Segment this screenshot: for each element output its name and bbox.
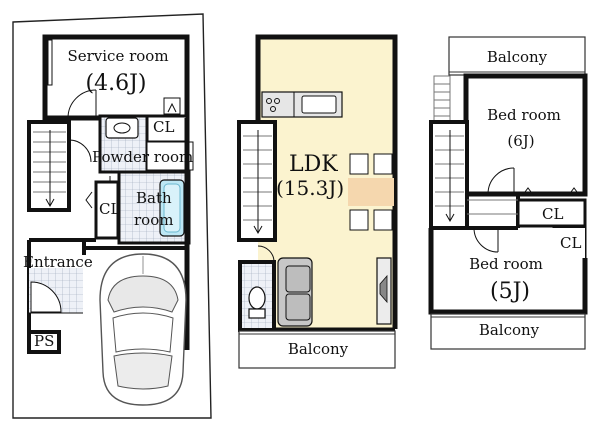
toilet-room [238,245,276,332]
balcony-3-bottom [430,313,586,350]
closet-3b-label: CL [560,234,582,252]
entrance [29,268,83,314]
bath-label-line2: room [134,211,174,229]
floor-2 [237,34,398,369]
closet-3a-label: CL [542,205,564,223]
kitchen-counter [261,91,343,118]
bed-room-a [463,73,588,197]
balcony-2 [238,330,396,369]
pipe-space [27,330,61,354]
closet-1a-label: CL [153,118,175,136]
floor-1 [12,13,212,419]
bed-room-b [431,228,585,312]
floor-3 [428,36,588,350]
powder-room-label: Powder room [92,148,194,166]
ldk-label: LDK [289,152,338,177]
powder-room [98,114,194,174]
balcony-3-top [448,36,586,76]
balcony-3-top-label: Balcony [486,48,548,66]
service-room [42,34,190,121]
service-room-size: (4.6J) [85,71,147,96]
closet-3a [516,198,587,228]
bed-room-a-label: Bed room [487,106,561,124]
stair-2 [237,120,277,242]
closet-1b-label: CL [99,200,121,218]
sofa [277,257,313,327]
bath-room [117,170,191,245]
entrance-label: Entrance [23,253,93,271]
dining-set [348,153,394,231]
stair-1 [27,120,92,212]
balcony-3-bottom-label: Balcony [478,321,540,339]
bed-room-b-size: (5J) [490,279,530,304]
tv-board [376,257,392,325]
bath-label-line1: Bath [136,189,172,207]
balcony-2-label: Balcony [287,340,349,358]
bed-room-a-size: (6J) [507,132,535,150]
closet-1b [94,180,120,240]
pipe-space-label: PS [34,332,55,350]
service-room-label: Service room [67,47,169,65]
car-icon [99,253,187,406]
ldk-size: (15.3J) [276,176,345,200]
bed-room-b-label: Bed room [469,255,543,273]
